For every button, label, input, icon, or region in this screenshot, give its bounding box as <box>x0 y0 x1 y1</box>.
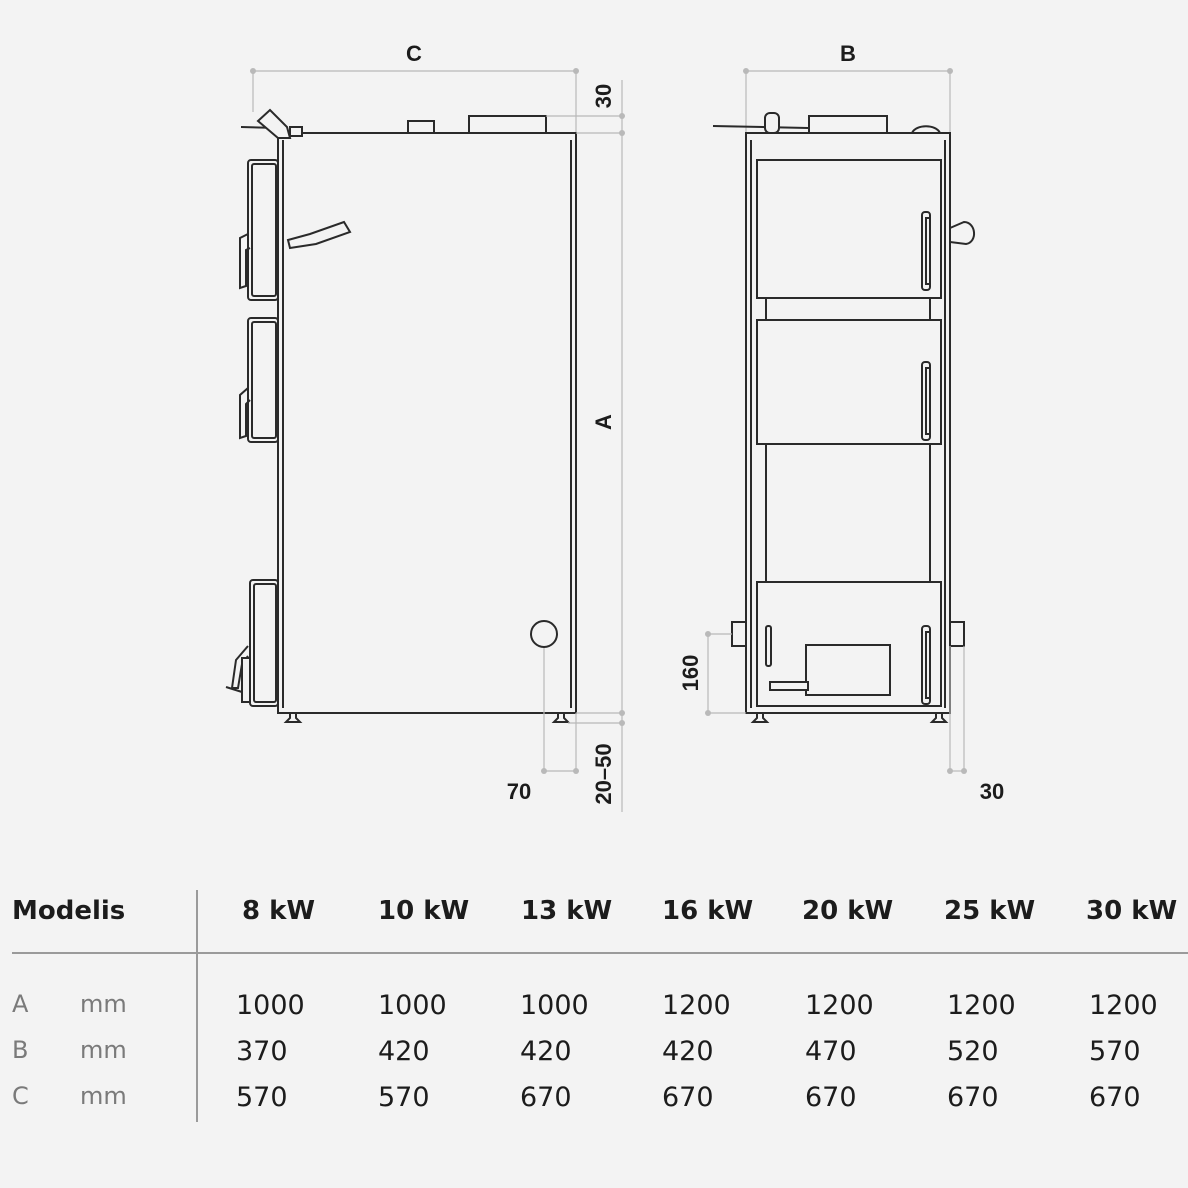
front-pipe-left <box>731 621 747 647</box>
front-upper-door <box>756 159 942 299</box>
middle-door <box>239 317 279 443</box>
table-cell: 1200 <box>662 990 731 1021</box>
dimension-a-label: A <box>591 414 616 430</box>
table-row: B mm 370 420 420 420 470 520 570 <box>0 1036 1188 1080</box>
table-cell: 470 <box>805 1036 857 1067</box>
table-cell: 420 <box>662 1036 714 1067</box>
table-cell: 670 <box>805 1082 857 1113</box>
table-cell: 520 <box>947 1036 999 1067</box>
table-cell: 1200 <box>1089 990 1158 1021</box>
row-unit: mm <box>80 990 127 1018</box>
table-vertical-divider <box>196 890 198 1122</box>
front-pipe-right <box>949 621 965 647</box>
row-label: C <box>12 1082 29 1110</box>
table-cell: 1200 <box>805 990 874 1021</box>
dimension-top-clearance-label: 30 <box>591 84 616 108</box>
table-header-label: Modelis <box>12 896 126 926</box>
table-cell: 670 <box>947 1082 999 1113</box>
row-label: B <box>12 1036 29 1064</box>
dimension-foot-offset: 70 <box>507 648 579 804</box>
upper-door <box>239 159 279 301</box>
dimension-side-offset-label: 30 <box>980 779 1004 804</box>
front-side-knob <box>949 220 975 246</box>
lower-door <box>225 579 279 707</box>
dimension-height: 30 A 20–50 <box>546 80 625 812</box>
side-top-stub <box>407 120 435 134</box>
front-view: B <box>678 41 1004 804</box>
table-cell: 370 <box>236 1036 288 1067</box>
front-middle-door <box>756 319 942 445</box>
top-lever <box>240 108 303 139</box>
model-header: 30 kW <box>1086 896 1178 926</box>
table-cell: 1000 <box>378 990 447 1021</box>
row-unit: mm <box>80 1082 127 1110</box>
boiler-dimension-drawing: C <box>225 41 1004 812</box>
side-port <box>530 620 558 648</box>
table-horizontal-divider <box>12 952 1188 954</box>
table-cell: 670 <box>520 1082 572 1113</box>
table-cell: 670 <box>662 1082 714 1113</box>
side-foot-left <box>283 712 303 723</box>
table-header-row: Modelis 8 kW 10 kW 13 kW 16 kW 20 kW 25 … <box>0 896 1188 940</box>
table-cell: 420 <box>378 1036 430 1067</box>
dimension-b-label: B <box>840 41 856 66</box>
model-header: 25 kW <box>944 896 1036 926</box>
table-cell: 420 <box>520 1036 572 1067</box>
ash-box <box>805 644 891 696</box>
model-header: 16 kW <box>662 896 754 926</box>
table-cell: 1000 <box>520 990 589 1021</box>
front-spacer <box>765 297 931 321</box>
side-foot-right <box>551 712 571 723</box>
model-header: 10 kW <box>378 896 470 926</box>
front-lower-door <box>756 581 942 707</box>
dimension-foot-offset-label: 70 <box>507 779 531 804</box>
model-header: 8 kW <box>242 896 316 926</box>
dimension-outlet-height: 160 <box>678 631 746 716</box>
model-header: 20 kW <box>802 896 894 926</box>
table-cell: 1000 <box>236 990 305 1021</box>
front-middle-panel <box>765 443 931 583</box>
table-cell: 1200 <box>947 990 1016 1021</box>
row-unit: mm <box>80 1036 127 1064</box>
dimension-outlet-height-label: 160 <box>678 655 703 692</box>
side-handle <box>286 220 352 250</box>
row-label: A <box>12 990 29 1018</box>
table-cell: 570 <box>1089 1036 1141 1067</box>
table-cell: 670 <box>1089 1082 1141 1113</box>
table-row: C mm 570 570 670 670 670 670 670 <box>0 1082 1188 1126</box>
side-view: C <box>225 41 625 812</box>
dimension-c: C <box>250 41 579 132</box>
table-cell: 570 <box>378 1082 430 1113</box>
table-cell: 570 <box>236 1082 288 1113</box>
dimension-c-label: C <box>406 41 422 66</box>
dimension-feet-height-label: 20–50 <box>591 743 616 804</box>
dimension-b: B <box>743 41 953 132</box>
front-flue-outlet <box>808 115 888 134</box>
side-flue-outlet <box>468 115 547 134</box>
front-foot-right <box>929 712 949 723</box>
dimension-side-offset: 30 <box>947 646 1004 804</box>
table-row: A mm 1000 1000 1000 1200 1200 1200 1200 <box>0 990 1188 1034</box>
model-header: 13 kW <box>521 896 613 926</box>
front-foot-left <box>750 712 770 723</box>
side-body <box>277 132 577 714</box>
